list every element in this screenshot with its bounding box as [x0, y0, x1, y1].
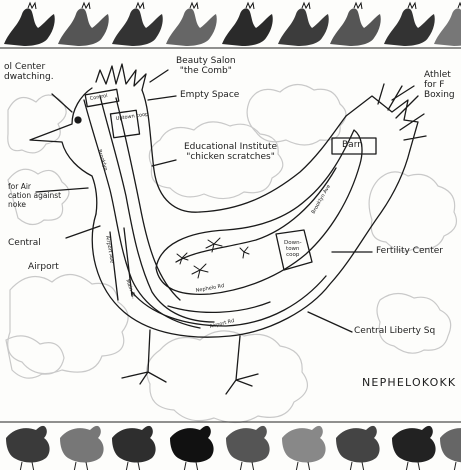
- downtown-coop-label: Down- town coop: [284, 240, 302, 258]
- leader-empty: [148, 96, 176, 100]
- body-outline: [92, 150, 410, 337]
- empty-space-label: Empty Space: [180, 90, 239, 100]
- airport-label: Airport: [28, 262, 59, 272]
- educational-institute-label: Educational Institute "chicken scratches…: [184, 142, 277, 162]
- leg-left: [122, 330, 166, 384]
- street-label-airport-ave: Airport Ave: [104, 235, 115, 263]
- air-defense-label: for Air cation against noke: [8, 182, 61, 209]
- central-liberty-label: Central Liberty Sq: [354, 326, 435, 336]
- street-label-lower: Airport Rd: [209, 318, 235, 330]
- comb: [96, 64, 146, 90]
- central-label: Central: [8, 238, 41, 248]
- athletics-label: Athlet for F Boxing: [424, 70, 455, 100]
- leader-liberty: [308, 312, 352, 332]
- map-title: NEPHELOKOKK: [362, 378, 456, 388]
- leader-airport: [66, 226, 100, 238]
- leader-salon: [150, 70, 168, 82]
- fertility-center-label: Fertility Center: [376, 246, 443, 256]
- leg-right: [226, 336, 258, 394]
- leader-control: [52, 94, 72, 112]
- eye: [75, 117, 81, 123]
- barn-label: Barn: [342, 140, 363, 150]
- street-label-neck: Brooklyn: [96, 149, 108, 172]
- street-label-main: Main St.: [124, 279, 137, 300]
- control-center-label: ol Center dwatching.: [4, 62, 54, 82]
- beauty-salon-label: Beauty Salon "the Comb": [176, 56, 236, 76]
- leader-athletic: [392, 86, 414, 100]
- leader-edu: [152, 160, 176, 166]
